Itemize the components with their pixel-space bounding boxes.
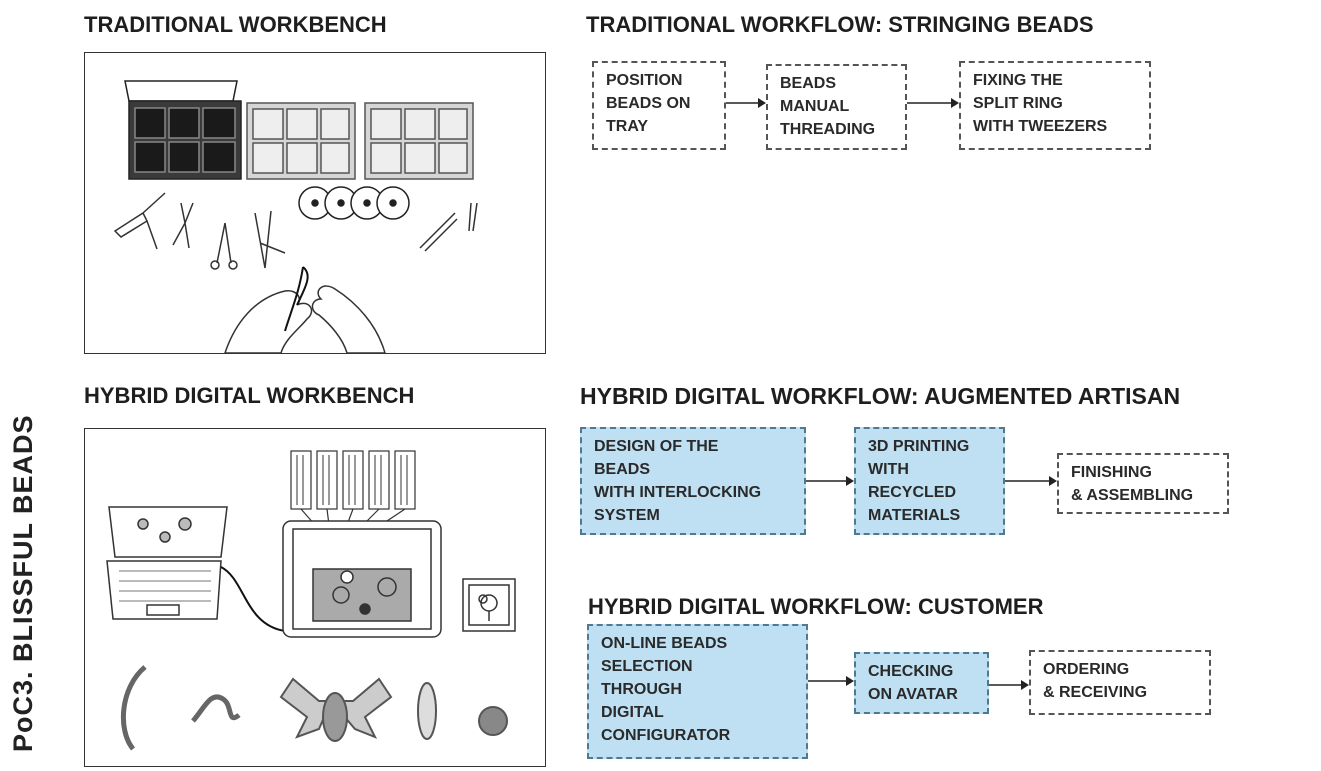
arrow-icon <box>808 676 854 686</box>
side-title: PoC3. BLISSFUL BEADS <box>8 414 38 752</box>
arrow-icon <box>1005 476 1057 486</box>
cable-icon <box>220 566 286 632</box>
traditional-step-3: FIXING THE SPLIT RING WITH TWEEZERS <box>959 61 1151 150</box>
arrow-icon <box>907 98 959 108</box>
customer-step-1: ON-LINE BEADS SELECTION THROUGH DIGITAL … <box>587 624 808 759</box>
artisan-step-3: FINISHING & ASSEMBLING <box>1057 453 1229 514</box>
filament-spools-icon <box>290 450 416 526</box>
bead-tray-icon <box>364 102 474 180</box>
hybrid-artisan-workflow-title: HYBRID DIGITAL WORKFLOW: AUGMENTED ARTIS… <box>580 383 1181 409</box>
framed-bead-icon <box>462 578 516 632</box>
artisan-step-2: 3D PRINTING WITH RECYCLED MATERIALS <box>854 427 1005 535</box>
arrow-icon <box>726 98 766 108</box>
traditional-step-2: BEADS MANUAL THREADING <box>766 64 907 150</box>
hybrid-workbench-title: HYBRID DIGITAL WORKBENCH <box>84 383 415 408</box>
traditional-workbench-illustration <box>84 52 546 354</box>
pliers-icon <box>113 192 478 270</box>
bead-tray-icon <box>246 102 356 180</box>
customer-step-2: CHECKING ON AVATAR <box>854 652 989 714</box>
traditional-step-1: POSITION BEADS ON TRAY <box>592 61 726 150</box>
thread-spools-icon <box>298 186 410 220</box>
arrow-icon <box>989 680 1029 690</box>
arrow-icon <box>806 476 854 486</box>
artisan-step-1: DESIGN OF THE BEADS WITH INTERLOCKING SY… <box>580 427 806 535</box>
traditional-workflow-title: TRADITIONAL WORKFLOW: STRINGING BEADS <box>586 12 1094 37</box>
customer-step-3: ORDERING & RECEIVING <box>1029 650 1211 715</box>
hybrid-customer-workflow-title: HYBRID DIGITAL WORKFLOW: CUSTOMER <box>588 594 1044 619</box>
laptop-icon <box>106 506 228 620</box>
hands-threading-icon <box>224 266 386 353</box>
beaded-jewelry-icon <box>120 665 508 751</box>
traditional-workbench-title: TRADITIONAL WORKBENCH <box>84 12 387 37</box>
3d-printer-icon <box>282 520 442 638</box>
hybrid-workbench-illustration <box>84 428 546 767</box>
bead-tray-icon <box>124 80 242 180</box>
